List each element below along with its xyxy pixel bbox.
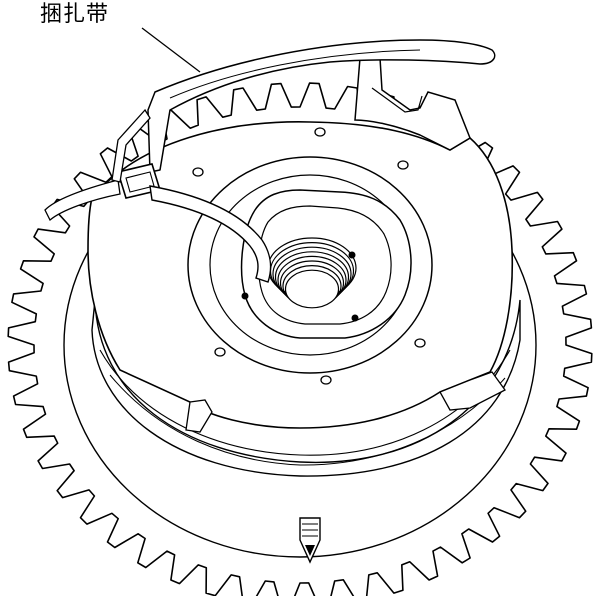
cover-notch-right bbox=[440, 372, 505, 410]
pin-dot bbox=[241, 292, 249, 300]
timing-mark-arrow bbox=[300, 518, 320, 562]
cable-tie-label: 捆扎带 bbox=[40, 2, 110, 27]
pin-dot bbox=[351, 314, 359, 322]
center-bore-inner bbox=[259, 206, 391, 324]
cable-tie-buckle-slot bbox=[126, 172, 154, 192]
bolt-hole bbox=[215, 348, 225, 356]
bolt-thread-ring bbox=[286, 270, 339, 308]
cable-tie-loop bbox=[45, 180, 120, 220]
housing-groove-2 bbox=[110, 375, 505, 465]
bolt-hole bbox=[193, 168, 203, 176]
bolt-holes bbox=[193, 128, 425, 384]
bolt-hole bbox=[321, 376, 331, 384]
cable-tie-strap-edge bbox=[170, 50, 420, 98]
cable-tie-vertical-band bbox=[112, 110, 150, 182]
bolt-hole bbox=[415, 339, 425, 347]
cover-top-tab bbox=[355, 58, 470, 150]
cable-tie-strap bbox=[148, 40, 495, 172]
pin-dot bbox=[348, 251, 356, 259]
cable-tie-tail bbox=[150, 186, 270, 282]
phaser-housing bbox=[92, 300, 520, 476]
cover-notch-bottom bbox=[186, 400, 212, 432]
callout-leader-line bbox=[142, 28, 200, 72]
cover-top-notch-inner bbox=[372, 88, 422, 112]
bolt-hole bbox=[315, 128, 325, 136]
bolt-hole bbox=[398, 161, 408, 169]
